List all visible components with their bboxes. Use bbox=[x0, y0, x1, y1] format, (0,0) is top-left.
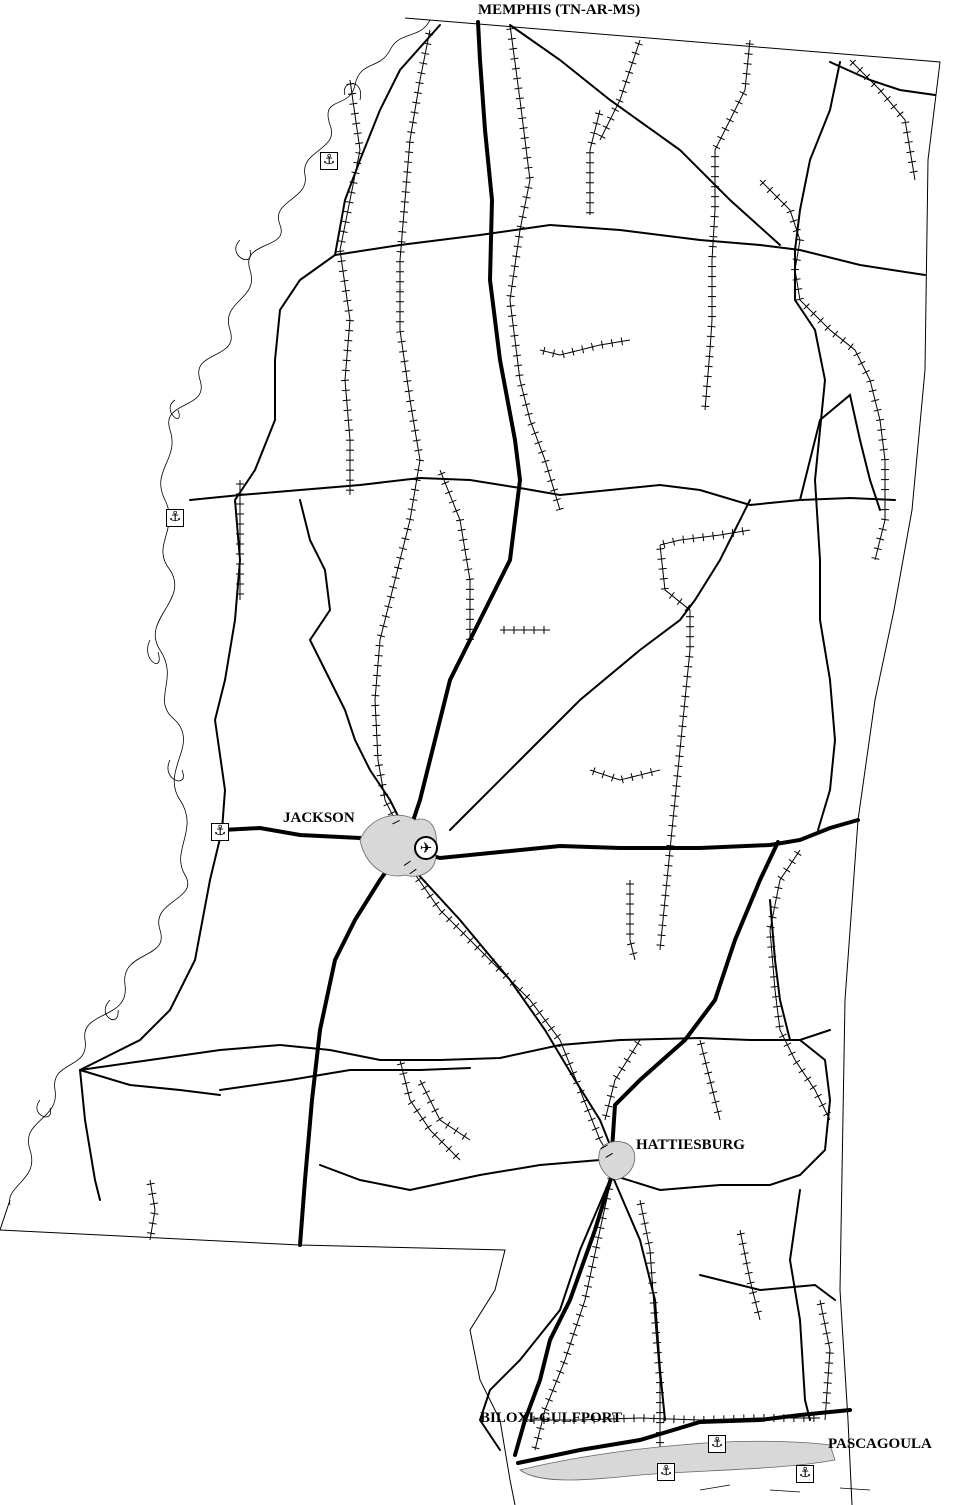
city-label-memphis: MEMPHIS (TN-AR-MS) bbox=[478, 2, 641, 18]
i59 bbox=[610, 840, 780, 1177]
anchor-icon: ⚓ bbox=[320, 152, 338, 170]
railroad-ticks bbox=[375, 30, 430, 830]
mississippi-river bbox=[9, 19, 431, 1206]
railroads bbox=[149, 24, 916, 1451]
city-label-jackson: JACKSON bbox=[283, 810, 355, 826]
coastal-islands bbox=[699, 1484, 871, 1493]
us-highways bbox=[79, 24, 936, 1451]
city-label-biloxi-gulfport: BILOXI-GULFPORT bbox=[480, 1410, 622, 1426]
airplane-icon: ✈ bbox=[414, 836, 438, 860]
hattiesburg-urban-area bbox=[598, 1141, 636, 1181]
anchor-icon: ⚓ bbox=[708, 1435, 726, 1453]
i55-south bbox=[298, 843, 407, 1247]
coast-urban-area bbox=[519, 1440, 836, 1481]
urban-areas bbox=[359, 814, 836, 1481]
interstate-highways bbox=[220, 20, 860, 1465]
state-boundary bbox=[0, 17, 941, 1505]
anchor-icon: ⚓ bbox=[657, 1463, 675, 1481]
i55-north bbox=[403, 20, 523, 847]
city-label-pascagoula: PASCAGOULA bbox=[828, 1436, 932, 1452]
river-loops bbox=[36, 83, 361, 1118]
anchor-icon: ⚓ bbox=[166, 509, 184, 527]
i10 bbox=[516, 1408, 852, 1465]
city-label-hattiesburg: HATTIESBURG bbox=[636, 1137, 745, 1153]
i20 bbox=[220, 818, 860, 861]
anchor-icon: ⚓ bbox=[796, 1465, 814, 1483]
anchor-icon: ⚓ bbox=[211, 823, 229, 841]
